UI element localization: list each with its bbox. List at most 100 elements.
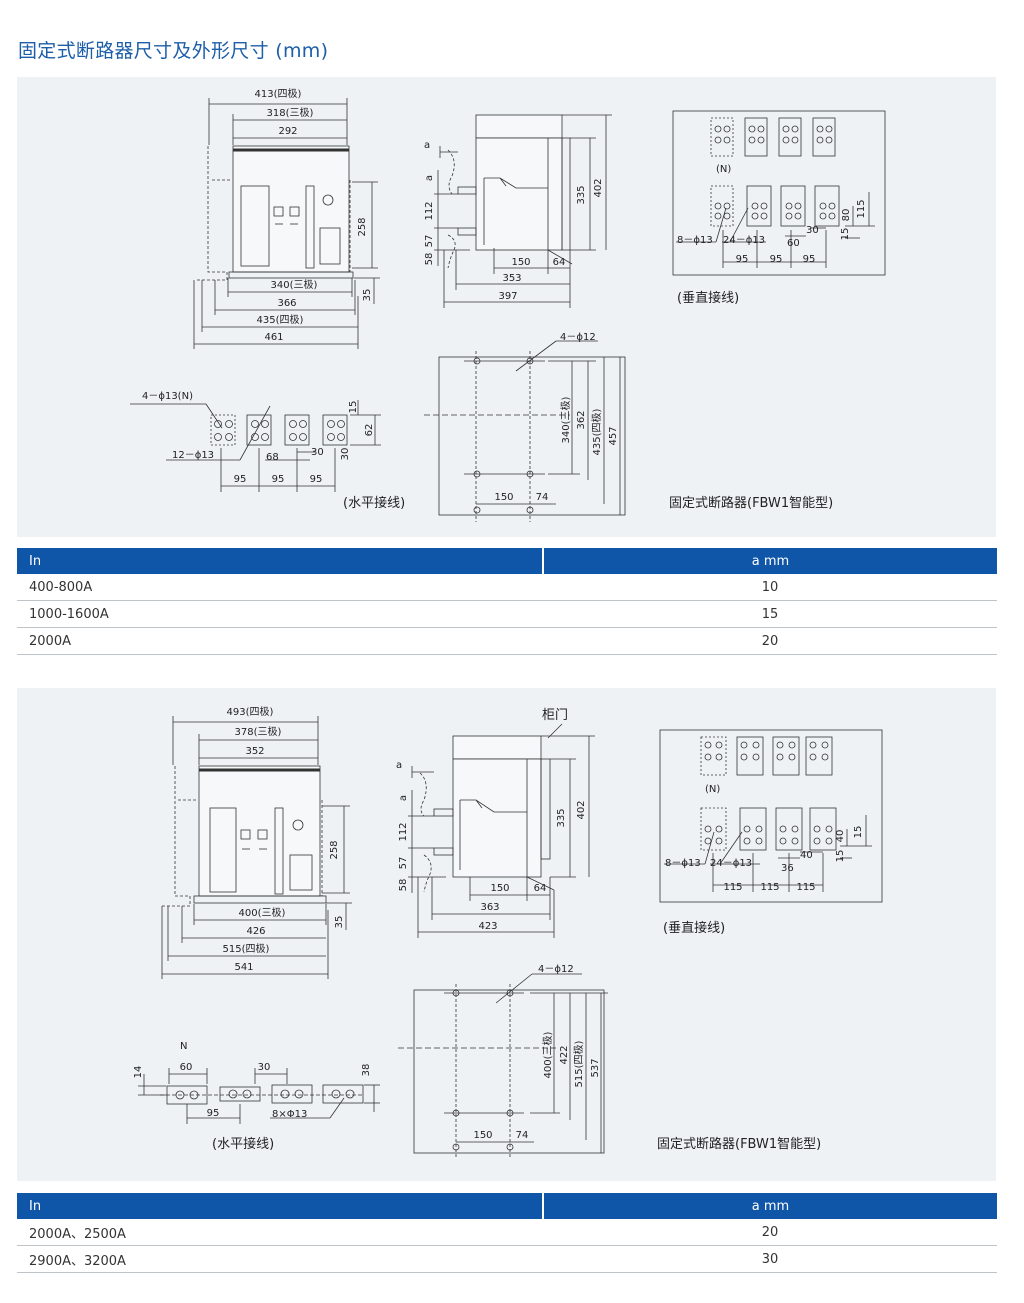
cell-in: 2000A [17, 627, 543, 655]
vertical-wiring-1 [672, 110, 886, 276]
svg-text:397: 397 [498, 291, 517, 302]
page-title: 固定式断路器尺寸及外形尺寸 (mm) [18, 40, 329, 62]
svg-text:258: 258 [357, 217, 368, 236]
svg-text:24－ϕ13: 24－ϕ13 [723, 235, 765, 246]
table-header-row: In a mm [17, 548, 997, 574]
svg-text:95: 95 [803, 254, 816, 265]
cell-in: 2900A、3200A [17, 1245, 543, 1273]
svg-text:58: 58 [398, 879, 409, 892]
vertical-holes-1 [714, 125, 836, 220]
svg-text:35: 35 [334, 916, 345, 929]
drawing-panel-2: 493(四极) 378(三极) 352 400(三极) 426 515(四极) … [17, 688, 996, 1181]
drawing-svg-1: 413(四极) 318(三极) 292 340(三极) 366 435(四极) … [130, 87, 886, 522]
vertical-labels-1: (N) 8－ϕ13 24－ϕ13 30 60 15 80 115 95 95 9… [677, 164, 867, 306]
svg-text:30: 30 [340, 448, 351, 461]
svg-text:112: 112 [398, 822, 409, 841]
drawing-panel-1: 413(四极) 318(三极) 292 340(三极) 366 435(四极) … [17, 77, 996, 537]
svg-text:150: 150 [490, 883, 509, 894]
svg-text:423: 423 [478, 921, 497, 932]
svg-text:541: 541 [234, 962, 253, 973]
side-view-1 [434, 114, 612, 308]
svg-text:4－ϕ12: 4－ϕ12 [538, 964, 574, 975]
svg-text:400(三极): 400(三极) [239, 906, 286, 919]
table-header-row: In a mm [17, 1193, 997, 1219]
svg-text:352: 352 [245, 746, 264, 757]
svg-text:402: 402 [576, 800, 587, 819]
table-row: 1000-1600A 15 [17, 600, 997, 628]
cell-a: 30 [543, 1245, 997, 1273]
svg-text:15: 15 [840, 228, 851, 241]
mounting-view-2 [398, 973, 608, 1158]
svg-text:435(四极): 435(四极) [257, 313, 304, 326]
svg-text:422: 422 [559, 1045, 570, 1064]
table-row: 400-800A 10 [17, 574, 997, 601]
svg-text:95: 95 [234, 474, 247, 485]
svg-text:378(三极): 378(三极) [235, 725, 282, 738]
svg-text:4－ϕ12: 4－ϕ12 [560, 332, 596, 343]
svg-text:74: 74 [516, 1130, 529, 1141]
mounting-caption-2: 固定式断路器(FBW1智能型) [657, 1136, 821, 1152]
horizontal-labels-1: 4－ϕ13(N) 12－ϕ13 15 62 30 68 30 95 95 95 … [142, 391, 405, 511]
svg-text:340(三极): 340(三极) [271, 278, 318, 291]
cell-a: 20 [543, 627, 997, 655]
svg-text:N: N [180, 1041, 187, 1052]
horizontal-wiring-2 [138, 1068, 380, 1124]
svg-text:58: 58 [424, 253, 435, 266]
svg-text:8－ϕ13: 8－ϕ13 [677, 235, 713, 246]
svg-text:95: 95 [310, 474, 323, 485]
svg-text:537: 537 [590, 1058, 601, 1077]
svg-text:74: 74 [536, 492, 549, 503]
svg-text:57: 57 [398, 857, 409, 870]
svg-text:353: 353 [502, 273, 521, 284]
svg-text:115: 115 [760, 882, 779, 893]
svg-text:36: 36 [781, 863, 794, 874]
svg-text:362: 362 [576, 410, 587, 429]
svg-text:493(四极): 493(四极) [227, 705, 274, 718]
svg-text:64: 64 [534, 883, 547, 894]
svg-text:335: 335 [556, 808, 567, 827]
svg-text:95: 95 [770, 254, 783, 265]
side-view-2 [408, 723, 595, 938]
svg-text:95: 95 [207, 1108, 220, 1119]
svg-text:461: 461 [264, 332, 283, 343]
svg-text:340(三极): 340(三极) [559, 396, 572, 443]
svg-text:426: 426 [246, 926, 265, 937]
svg-text:366: 366 [277, 298, 296, 309]
svg-text:24－ϕ13: 24－ϕ13 [710, 858, 752, 869]
svg-text:30: 30 [258, 1062, 271, 1073]
svg-text:38: 38 [361, 1064, 372, 1077]
svg-text:335: 335 [576, 185, 587, 204]
vertical-caption-1: (垂直接线) [677, 290, 739, 306]
svg-text:115: 115 [723, 882, 742, 893]
mounting-labels-2: 4－ϕ12 400(三极) 422 515(四极) 537 150 74 固定式… [473, 964, 821, 1152]
header-in: In [17, 1193, 543, 1219]
horizontal-caption-2: (水平接线) [212, 1136, 274, 1152]
vertical-caption-2: (垂直接线) [663, 920, 725, 936]
svg-text:258: 258 [329, 840, 340, 859]
svg-text:112: 112 [424, 201, 435, 220]
svg-text:57: 57 [424, 235, 435, 248]
svg-text:95: 95 [736, 254, 749, 265]
front-labels-2: 493(四极) 378(三极) 352 400(三极) 426 515(四极) … [223, 705, 345, 973]
svg-text:35: 35 [362, 289, 373, 302]
svg-text:150: 150 [494, 492, 513, 503]
horizontal-labels-2: N 60 30 14 38 95 8×Φ13 (水平接线) [133, 1041, 372, 1152]
header-a-mm: a mm [542, 548, 997, 574]
cabinet-door-label: 柜门 [542, 708, 568, 723]
vertical-wiring-2 [659, 729, 883, 903]
svg-text:62: 62 [364, 424, 375, 437]
svg-text:400(三极): 400(三极) [541, 1031, 554, 1078]
side-labels-1: a a 112 57 58 335 402 150 64 353 397 [424, 140, 604, 302]
svg-text:292: 292 [278, 126, 297, 137]
cell-a: 20 [543, 1219, 997, 1246]
svg-text:515(四极): 515(四极) [572, 1040, 585, 1087]
data-table-1: In a mm 400-800A 10 1000-1600A 15 2000A … [17, 548, 997, 655]
drawing-svg-2: 493(四极) 378(三极) 352 400(三极) 426 515(四极) … [133, 705, 883, 1158]
svg-text:a: a [424, 140, 430, 151]
cell-in: 1000-1600A [17, 600, 543, 628]
front-view-2 [161, 716, 352, 979]
svg-text:60: 60 [180, 1062, 193, 1073]
mounting-labels-1: 4－ϕ12 340(三极) 362 435(四极) 457 150 74 固定式… [494, 332, 833, 511]
svg-text:435(四极): 435(四极) [590, 408, 603, 455]
svg-text:318(三极): 318(三极) [267, 106, 314, 119]
